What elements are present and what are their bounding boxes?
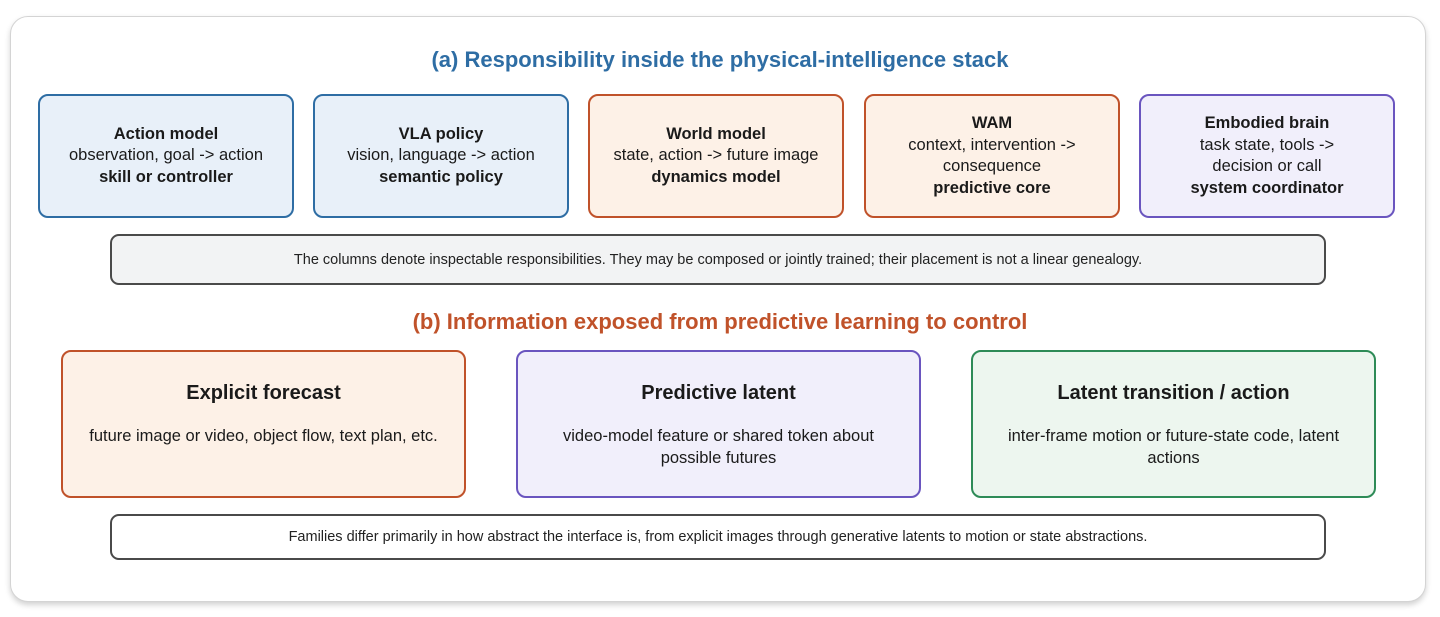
box-io: state, action -> future image bbox=[613, 146, 819, 165]
box-name: World model bbox=[666, 124, 766, 143]
box-io-continued: consequence bbox=[942, 157, 1042, 175]
box-io: task state, tools -> bbox=[1199, 135, 1335, 154]
box-role: semantic policy bbox=[379, 167, 503, 186]
box-name: Action model bbox=[113, 124, 219, 143]
explicit-forecast-box: Explicit forecast future image or video,… bbox=[61, 350, 466, 498]
box-name: Explicit forecast bbox=[186, 382, 341, 404]
predictive-latent-box: Predictive latent video-model feature or… bbox=[516, 350, 921, 498]
wam-box: WAM context, intervention -> consequence… bbox=[864, 94, 1120, 218]
embodied-brain-box: Embodied brain task state, tools -> deci… bbox=[1139, 94, 1395, 218]
box-role: dynamics model bbox=[651, 167, 781, 186]
box-io: context, intervention -> bbox=[908, 135, 1076, 154]
section-a-title: (a) Responsibility inside the physical-i… bbox=[431, 47, 1009, 72]
box-name: VLA policy bbox=[398, 124, 484, 143]
action-model-box: Action model observation, goal -> action… bbox=[38, 94, 294, 218]
box-io-continued: decision or call bbox=[1212, 157, 1322, 175]
box-description: future image or video, object flow, text… bbox=[89, 427, 438, 445]
box-role: skill or controller bbox=[99, 167, 233, 186]
box-name: WAM bbox=[971, 114, 1013, 132]
section-a-note: The columns denote inspectable responsib… bbox=[110, 234, 1326, 285]
latent-transition-box: Latent transition / action inter-frame m… bbox=[971, 350, 1376, 498]
box-io: vision, language -> action bbox=[347, 146, 535, 165]
vla-policy-box: VLA policy vision, language -> action se… bbox=[313, 94, 569, 218]
section-b-note: Families differ primarily in how abstrac… bbox=[110, 514, 1326, 560]
box-description: video-model feature or shared token abou… bbox=[563, 427, 874, 467]
box-name: Latent transition / action bbox=[1057, 382, 1290, 404]
box-name: Embodied brain bbox=[1204, 114, 1330, 132]
world-model-box: World model state, action -> future imag… bbox=[588, 94, 844, 218]
box-io: observation, goal -> action bbox=[69, 146, 263, 165]
box-name: Predictive latent bbox=[641, 382, 796, 404]
section-b-title: (b) Information exposed from predictive … bbox=[412, 309, 1028, 334]
box-description: inter-frame motion or future-state code,… bbox=[1007, 427, 1340, 467]
box-role: predictive core bbox=[933, 178, 1051, 197]
box-role: system coordinator bbox=[1190, 178, 1344, 197]
